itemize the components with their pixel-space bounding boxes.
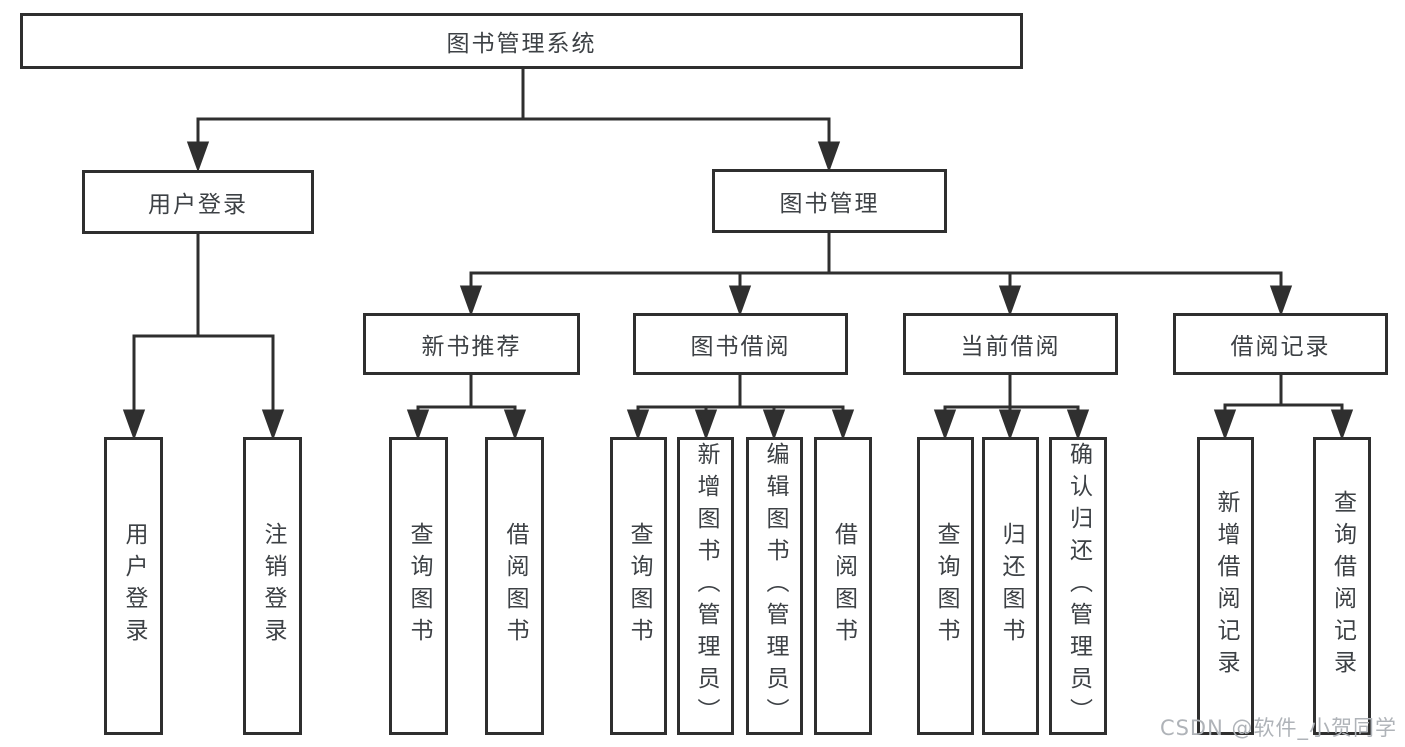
node-label: 借阅图书 xyxy=(830,522,857,650)
connector-root-to-level2 xyxy=(186,67,841,173)
node-leaf-query-borrow-record: 查询借阅记录 xyxy=(1313,437,1371,735)
node-leaf-query-book-borrow: 查询图书 xyxy=(610,437,667,735)
node-label: 新增图书（管理员） xyxy=(693,442,719,730)
arrowhead xyxy=(1213,409,1237,441)
node-label: 借阅记录 xyxy=(1230,334,1331,360)
node-label: 用户登录 xyxy=(121,522,147,650)
connector-user-login-to-leaves xyxy=(122,232,285,441)
node-leaf-logout: 注销登录 xyxy=(243,437,302,735)
arrowhead xyxy=(998,285,1022,317)
arrowhead xyxy=(1066,409,1090,441)
node-leaf-borrow-book: 借阅图书 xyxy=(814,437,872,735)
node-borrow-record: 借阅记录 xyxy=(1173,313,1388,375)
node-label: 查询图书 xyxy=(626,522,652,650)
node-label: 用户登录 xyxy=(148,192,248,218)
arrowhead xyxy=(406,409,430,441)
arrowhead xyxy=(1269,285,1293,317)
connector-book-borrow-to-leaves xyxy=(626,373,855,441)
arrowhead xyxy=(1330,409,1354,441)
connector-book-mgmt-to-level3 xyxy=(459,231,1293,317)
arrowhead xyxy=(694,409,718,441)
node-book-borrow: 图书借阅 xyxy=(633,313,848,375)
node-label: 图书借阅 xyxy=(690,334,791,360)
node-leaf-borrow-book-recommend: 借阅图书 xyxy=(485,437,544,735)
node-label: 归还图书 xyxy=(998,522,1024,650)
arrowhead xyxy=(728,285,752,317)
node-label: 借阅图书 xyxy=(502,522,528,650)
node-label: 新书推荐 xyxy=(421,334,522,360)
node-label: 注销登录 xyxy=(260,522,286,650)
arrowhead xyxy=(261,409,285,441)
arrowhead xyxy=(817,141,841,173)
arrowhead xyxy=(831,409,855,441)
node-leaf-return-book: 归还图书 xyxy=(982,437,1039,735)
node-label: 查询图书 xyxy=(933,522,959,650)
node-label: 新增借阅记录 xyxy=(1213,490,1239,682)
arrowhead xyxy=(503,409,527,441)
node-label: 当前借阅 xyxy=(960,334,1061,360)
arrowhead xyxy=(186,141,210,173)
node-leaf-query-book-current: 查询图书 xyxy=(917,437,974,735)
node-label: 编辑图书（管理员） xyxy=(762,442,788,730)
node-book-management: 图书管理 xyxy=(712,169,947,233)
node-label: 查询借阅记录 xyxy=(1329,490,1356,682)
csdn-watermark: CSDN @软件_小贺同学 xyxy=(1159,716,1397,740)
node-label: 图书管理 xyxy=(779,191,880,217)
arrowhead xyxy=(762,409,786,441)
node-leaf-add-book-admin: 新增图书（管理员） xyxy=(677,437,734,735)
node-leaf-query-book-recommend: 查询图书 xyxy=(389,437,448,735)
arrowhead xyxy=(122,409,146,441)
arrowhead xyxy=(459,285,483,317)
node-new-book-recommend: 新书推荐 xyxy=(363,313,580,375)
node-leaf-confirm-return-admin: 确认归还（管理员） xyxy=(1049,437,1107,735)
node-label: 确认归还（管理员） xyxy=(1065,442,1092,730)
node-leaf-edit-book-admin: 编辑图书（管理员） xyxy=(746,437,803,735)
node-user-login: 用户登录 xyxy=(82,170,314,234)
connector-new-book-to-leaves xyxy=(406,373,527,441)
node-leaf-add-borrow-record: 新增借阅记录 xyxy=(1197,437,1254,735)
node-label: 图书管理系统 xyxy=(446,31,597,57)
connector-current-borrow-to-leaves xyxy=(933,373,1090,441)
connector-borrow-record-to-leaves xyxy=(1213,373,1354,441)
arrowhead xyxy=(933,409,957,441)
node-label: 查询图书 xyxy=(406,522,432,650)
node-current-borrow: 当前借阅 xyxy=(903,313,1118,375)
node-library-system: 图书管理系统 xyxy=(20,13,1023,69)
node-leaf-user-login: 用户登录 xyxy=(104,437,163,735)
arrowhead xyxy=(626,409,650,441)
arrowhead xyxy=(998,409,1022,441)
